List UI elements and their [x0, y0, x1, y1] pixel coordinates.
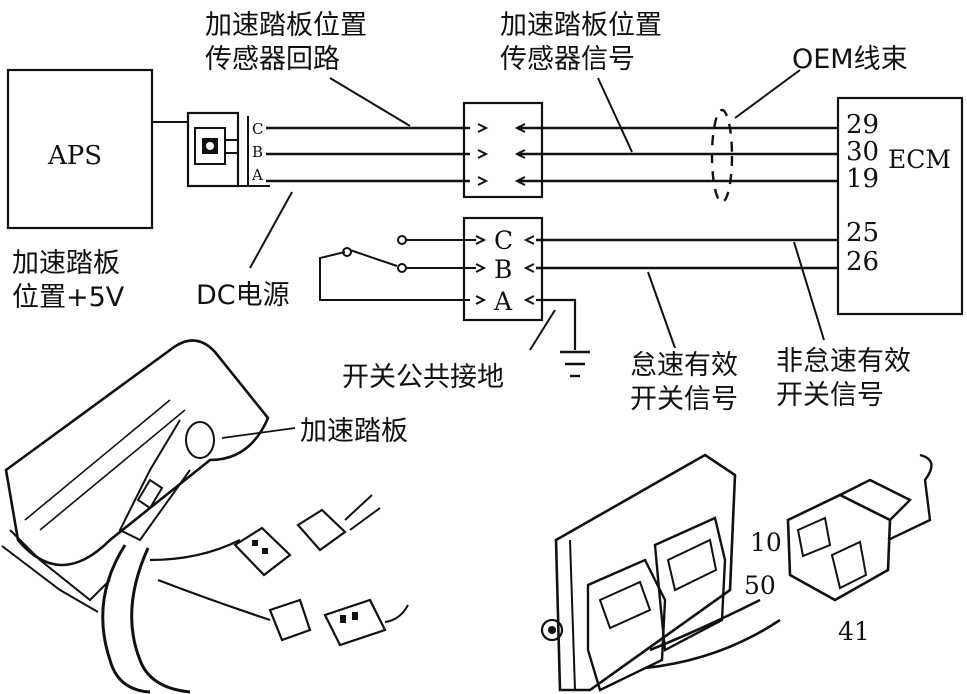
idle-valid-leader	[647, 271, 676, 349]
ecm-connector-label-41: 41	[838, 617, 870, 646]
aps-label: APS	[47, 141, 102, 171]
idle-valid-label-1: 怠速有效	[630, 350, 738, 381]
aps-voltage-label-2: 位置+5V	[12, 282, 125, 313]
non-idle-valid-label-2: 开关信号	[776, 380, 884, 411]
ecm-connector-illustration	[540, 453, 933, 692]
sensor-loop-label-2: 传感器回路	[205, 44, 340, 75]
switch-pin-c: C	[494, 226, 513, 255]
aps-connector	[152, 111, 270, 188]
dc-power-leader	[249, 191, 293, 269]
non-idle-valid-leader	[793, 241, 825, 341]
ecm-pin-19: 19	[846, 164, 879, 194]
aps-voltage-label-1: 加速踏板	[12, 248, 120, 279]
oem-harness-leader	[734, 69, 801, 119]
aps-block	[6, 68, 154, 230]
oem-harness-ellipse	[710, 108, 734, 204]
aps-pin-c: C	[252, 120, 263, 138]
switch-pin-a: A	[493, 287, 513, 316]
switch-ground-leader	[529, 309, 556, 351]
accel-pedal-illustration	[1, 339, 409, 694]
ecm-pin-29: 29	[846, 110, 879, 140]
idle-valid-label-2: 开关信号	[630, 384, 738, 415]
switch-ground-label: 开关公共接地	[342, 362, 504, 393]
sensor-signal-label-2: 传感器信号	[500, 44, 635, 75]
ecm-block	[836, 96, 964, 316]
sensor-to-ecm-wires	[522, 126, 838, 183]
aps-pin-a: A	[251, 166, 263, 184]
sensor-loop-leader	[329, 77, 411, 127]
sensor-signal-leader	[597, 77, 633, 153]
ecm-pin-26: 26	[846, 247, 879, 277]
sensor-loop-label-1: 加速踏板位置	[205, 10, 367, 41]
non-idle-valid-label-1: 非怠速有效	[776, 346, 911, 377]
switch-pin-b: B	[494, 255, 512, 284]
inline-sensor-connector	[462, 101, 544, 199]
idle-switch	[319, 235, 476, 301]
ground-symbol	[560, 350, 590, 378]
aps-signal-wires	[266, 126, 470, 183]
accel-pedal-label: 加速踏板	[300, 416, 408, 447]
oem-harness-label: OEM线束	[792, 44, 908, 75]
switch-to-ecm-wires	[536, 238, 838, 350]
ecm-pin-25: 25	[846, 218, 879, 248]
ecm-label: ECM	[888, 145, 951, 174]
sensor-signal-label-1: 加速踏板位置	[500, 10, 662, 41]
ecm-connector-label-10: 10	[750, 528, 782, 557]
ecm-connector-label-50: 50	[744, 571, 776, 600]
ecm-pin-30: 30	[846, 137, 879, 167]
dc-power-label: DC电源	[196, 280, 290, 311]
aps-pin-b: B	[252, 143, 263, 161]
